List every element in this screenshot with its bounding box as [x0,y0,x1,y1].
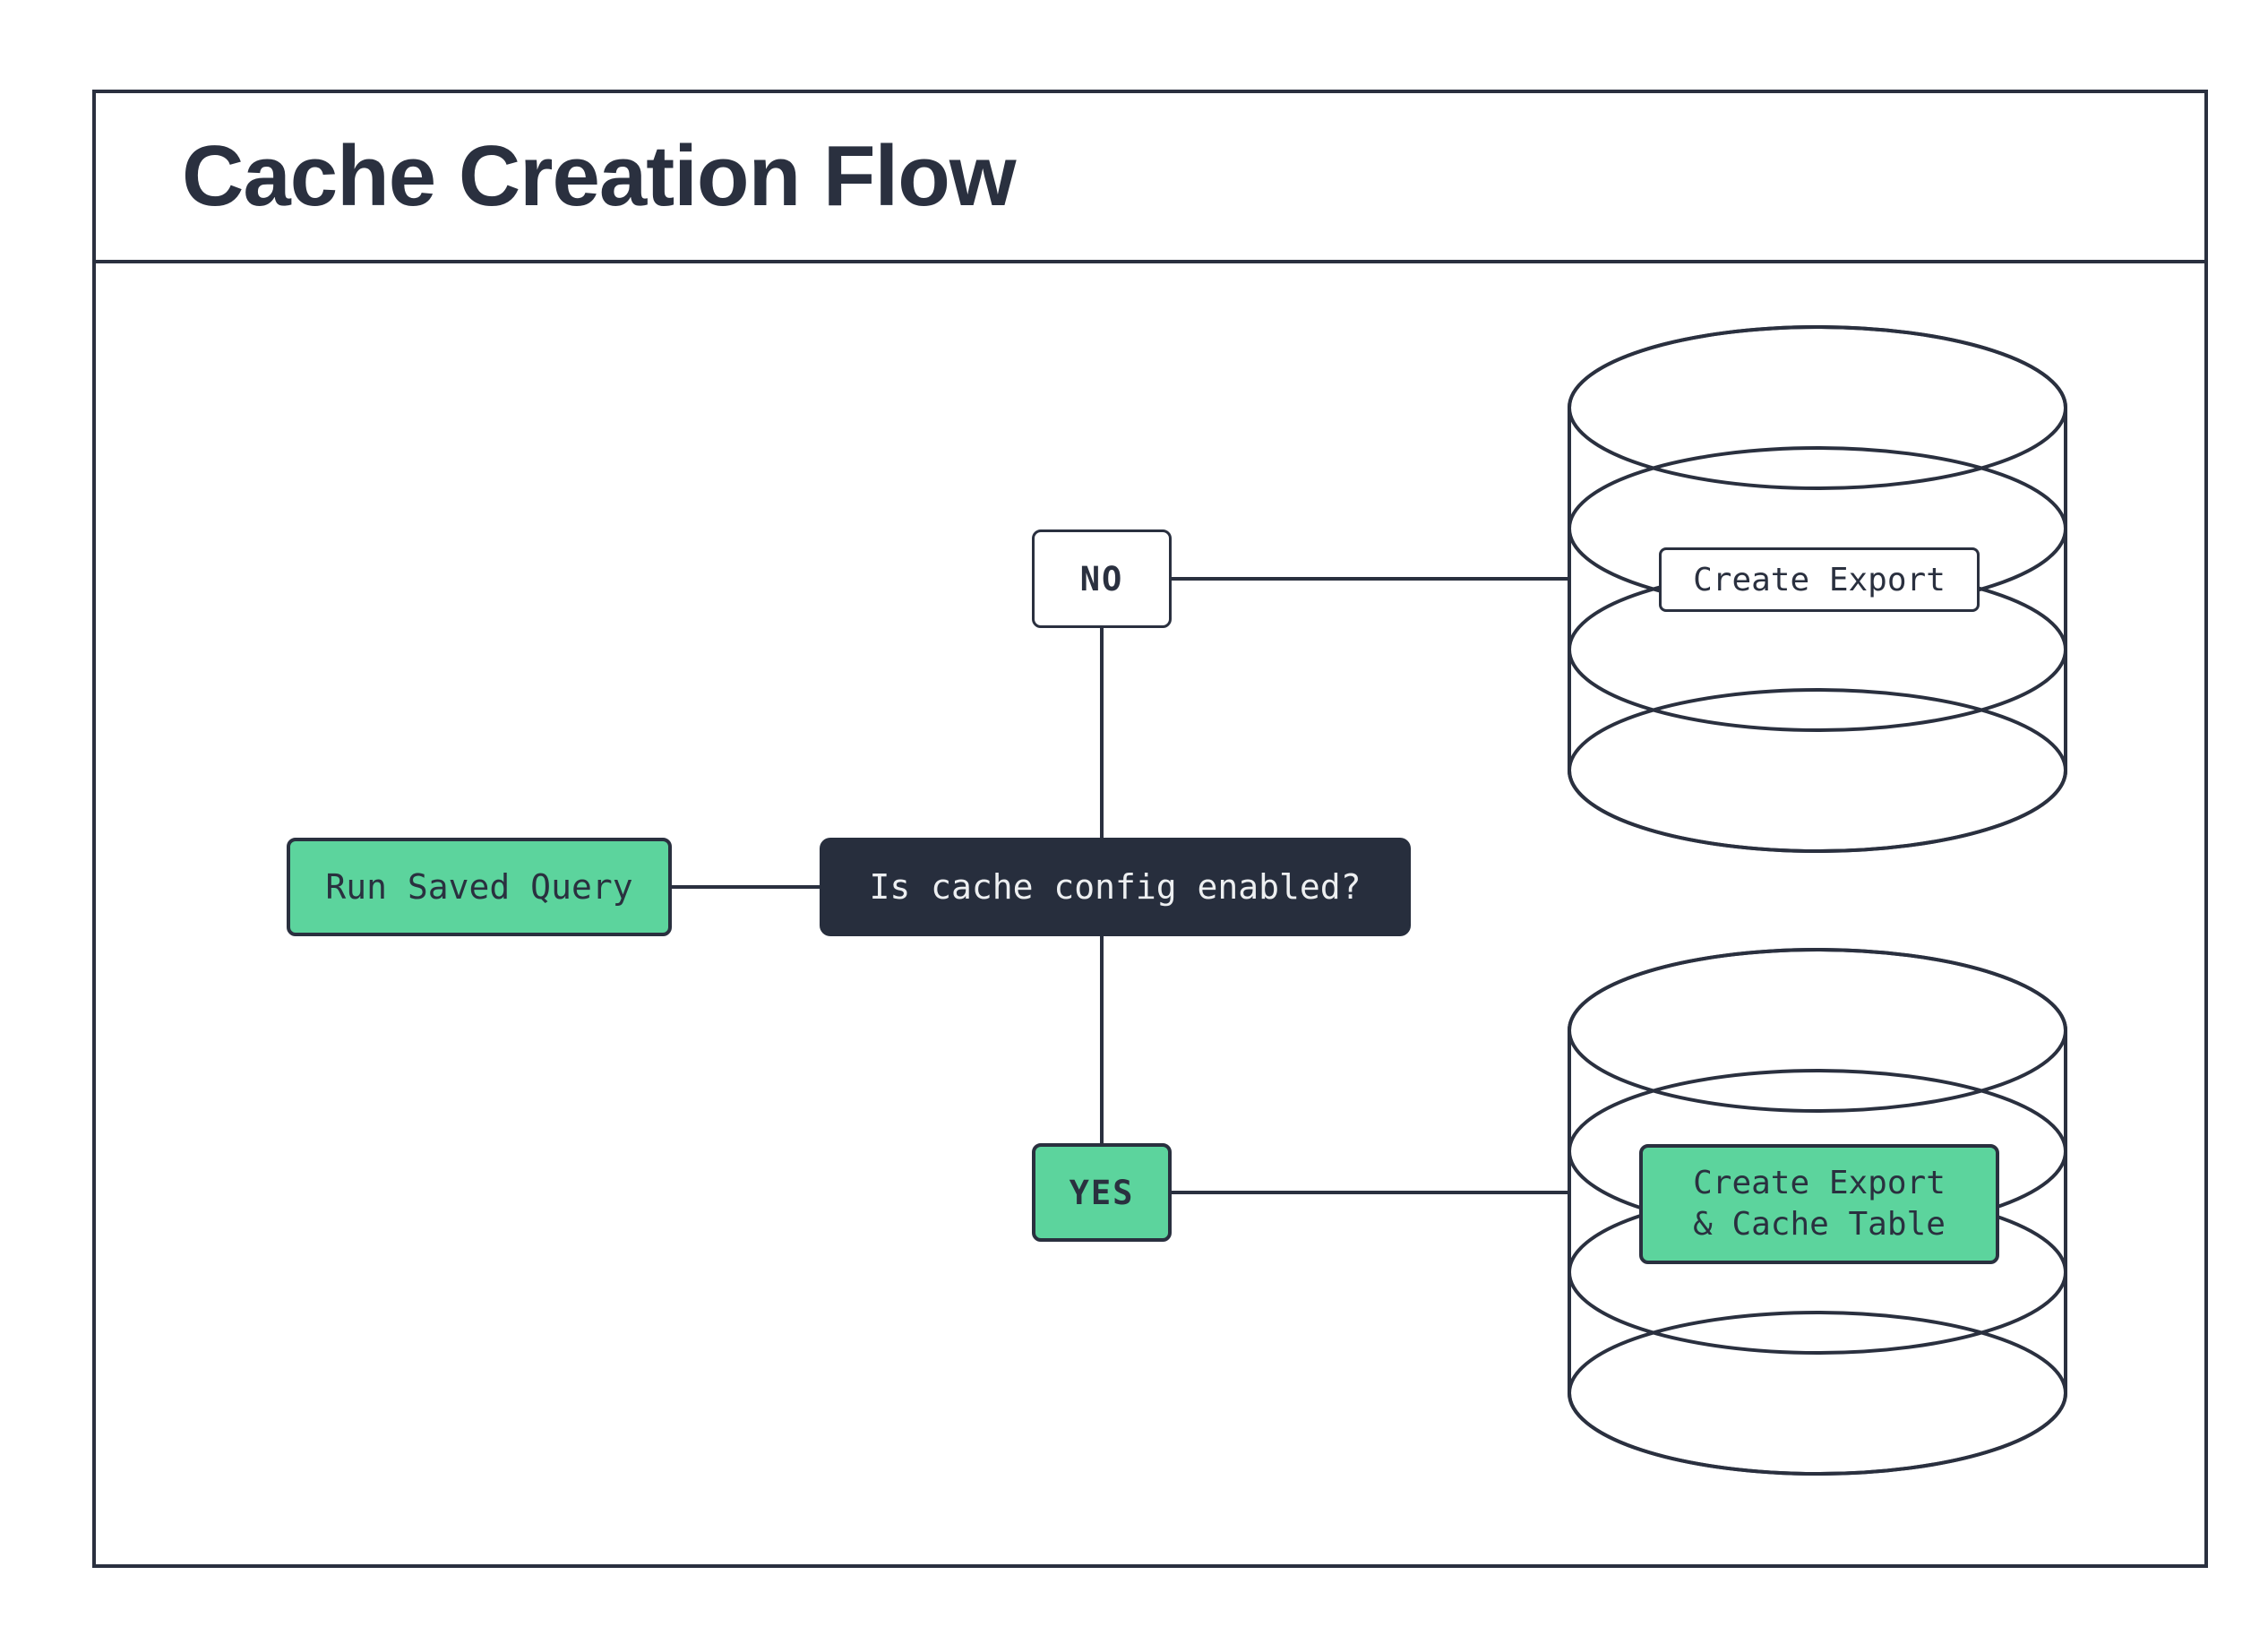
label-create-export: Create Export [1659,547,1980,612]
diagram-header: Cache Creation Flow [96,93,2204,263]
page-title: Cache Creation Flow [182,128,1016,224]
label-line-2: & Cache Table [1693,1206,1946,1243]
label-line-1: Create Export [1693,1164,1946,1201]
node-branch-no: NO [1032,529,1172,628]
node-cache-config-decision: Is cache config enabled? [820,838,1411,936]
disk-ellipse [1568,325,2067,490]
node-branch-yes: YES [1032,1143,1172,1242]
node-run-saved-query: Run Saved Query [287,838,672,936]
disk-ellipse [1568,688,2067,853]
label-create-export-cache-table: Create Export & Cache Table [1639,1144,1999,1264]
disk-ellipse [1568,948,2067,1113]
disk-ellipse [1568,1311,2067,1476]
connector-edges [670,577,1571,1194]
